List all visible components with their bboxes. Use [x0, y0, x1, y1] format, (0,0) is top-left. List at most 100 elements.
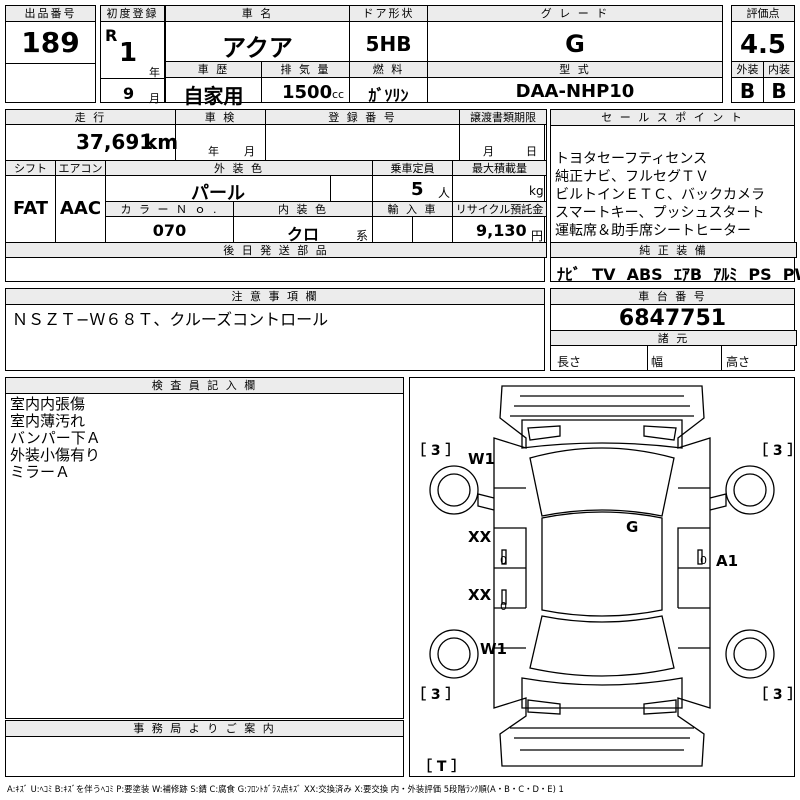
body-outline [493, 385, 711, 767]
car-name-value: アクア [222, 34, 293, 62]
month-value: 9 [123, 84, 135, 103]
dims-label: 諸 元 [550, 330, 797, 346]
chassis-value: 6847751 [618, 306, 727, 331]
left-side [494, 487, 527, 649]
caution-text: ＮＳＺＴ−Ｗ６８Ｔ、クルーズコントロール [12, 310, 329, 329]
length-label: 長さ [557, 355, 582, 369]
door-label: ドア形状 [350, 6, 427, 22]
later-parts-label: 後 日 発 送 部 品 [5, 242, 547, 258]
equipment-item: ABS [626, 265, 663, 284]
colorno-value: 070 [152, 221, 187, 240]
width-label: 幅 [651, 355, 664, 369]
roof [541, 511, 663, 617]
first-registration-box: 初度登録 R 1 年 9 月 [100, 5, 165, 105]
mark-a1: A1 [716, 552, 739, 570]
car-name-label: 車 名 [166, 6, 349, 22]
equipment-item: ﾅﾋﾞ [557, 265, 582, 284]
mirror-right [709, 493, 727, 511]
office-label: 事 務 局 よ り ご 案 内 [6, 721, 403, 737]
month-unit: 月 [149, 92, 160, 105]
equipment-label: 純 正 装 備 [550, 242, 797, 258]
capacity-value: 5 [411, 179, 424, 200]
wheel-front-right [725, 465, 775, 515]
mileage-value: 37,691 [76, 130, 154, 154]
shift-label: シフト [5, 160, 56, 176]
car-diagram-box: ［ 3 ］ ［ 3 ］ ［ 3 ］ ［ 3 ］ ［ T ］ W1 W1 G XX… [409, 377, 800, 777]
intcolor-label: 内 装 色 [233, 201, 373, 217]
equipment-list: ﾅﾋﾞ TV ABS ｴｱB ｱﾙﾐ PS PW [557, 261, 800, 285]
right-side [677, 487, 710, 649]
year-value: 1 [119, 38, 138, 68]
shift-value: FAT [12, 198, 49, 219]
handle [501, 589, 507, 605]
exterior-grade-box: 外装 B [731, 61, 764, 103]
headlight-left [527, 425, 561, 441]
transfer-day: 日 [526, 145, 537, 158]
inspector-note: バンパー下Ａ [10, 429, 101, 447]
score-label: 評価点 [732, 6, 794, 22]
sales-point-item: トヨタセーフティセンス [555, 151, 708, 167]
import-cell-a [372, 216, 413, 243]
first-registration-label: 初度登録 [101, 6, 164, 22]
taillight-left [527, 699, 561, 715]
sales-point-item: ビルトインＥＴＣ、バックカメラ [555, 187, 765, 203]
recycle-value: 9,130 [476, 221, 527, 240]
lot-number-value: 189 [21, 26, 80, 59]
model-box: 型 式 DAA-NHP10 [427, 61, 723, 103]
ac-label: エアコン [55, 160, 106, 176]
displacement-box: 排 気 量 1500 cc [261, 61, 350, 103]
wheel-rear-left [429, 629, 479, 679]
height-label: 高さ [726, 355, 751, 369]
equipment-item: ｱﾙﾐ [713, 265, 738, 284]
displacement-value: 1500 [282, 82, 333, 103]
regno-label: 登 録 番 号 [265, 109, 460, 125]
intcolor-unit: 系 [356, 229, 369, 243]
intcolor-value: クロ [286, 225, 319, 244]
transfer-label: 譲渡書類期限 [459, 109, 547, 125]
inspection-year: 年 [208, 145, 219, 158]
row1-div-c [459, 124, 460, 161]
handle [501, 549, 507, 565]
hood [521, 419, 683, 449]
mark-zero: 0 [500, 600, 507, 613]
office-box: 事 務 局 よ り ご 案 内 [5, 720, 404, 777]
front-bumper [510, 395, 694, 417]
era-value: R [105, 26, 118, 45]
mark-tread-rb: ［ 3 ］ [754, 687, 800, 703]
inspector-note: 室内内張傷 [10, 395, 86, 413]
fuel-value: ｶﾞｿﾘﾝ [368, 86, 409, 105]
sales-points-list: トヨタセーフティセンス 純正ナビ、フルセグＴＶ ビルトインＥＴＣ、バックカメラ … [555, 150, 765, 240]
inspection-label: 車 検 [175, 109, 266, 125]
colorno-label: カ ラ ー Ｎ ｏ . [105, 201, 234, 217]
windshield [529, 447, 675, 517]
inspector-note: 室内薄汚れ [10, 412, 86, 430]
sales-points-box: セ ー ル ス ポ イ ン ト トヨタセーフティセンス 純正ナビ、フルセグＴＶ … [550, 109, 800, 284]
year-unit: 年 [149, 66, 160, 79]
history-box: 車 歴 自家用 [165, 61, 262, 108]
transfer-month: 月 [483, 145, 494, 158]
mark-xx-front-door: XX [468, 528, 492, 546]
headlight-right [643, 425, 677, 441]
grade-box: グ レ ー ド G [427, 5, 723, 62]
exterior-grade-label: 外装 [732, 62, 763, 78]
rear-window [529, 615, 675, 677]
interior-grade-value: B [771, 79, 787, 103]
import-cell-b [412, 216, 453, 243]
rear-deck [521, 677, 683, 709]
legend-text: A:ｷｽﾞ U:ﾍｺﾐ B:ｷｽﾞを伴うﾍｺﾐ P:要塗装 W:補修跡 S:錆 … [7, 784, 564, 794]
displacement-label: 排 気 量 [262, 62, 349, 78]
mark-tread-lb: ［ 3 ］ [412, 687, 460, 703]
mark-w1-rear: W1 [480, 640, 507, 658]
color-extra-cell [330, 175, 373, 202]
history-label: 車 歴 [166, 62, 261, 78]
sales-points-label: セ ー ル ス ポ イ ン ト [551, 110, 794, 126]
capacity-unit: 人 [438, 186, 451, 200]
grade-value: G [565, 30, 585, 58]
car-name-box: 車 名 アクア [165, 5, 350, 62]
capacity-label: 乗車定員 [372, 160, 453, 176]
history-value: 自家用 [183, 84, 244, 108]
recycle-unit: 円 [531, 229, 544, 243]
mark-tread-rt: ［ 3 ］ [754, 443, 800, 459]
equipment-item: PW [782, 265, 800, 284]
load-unit: kg [529, 184, 544, 198]
